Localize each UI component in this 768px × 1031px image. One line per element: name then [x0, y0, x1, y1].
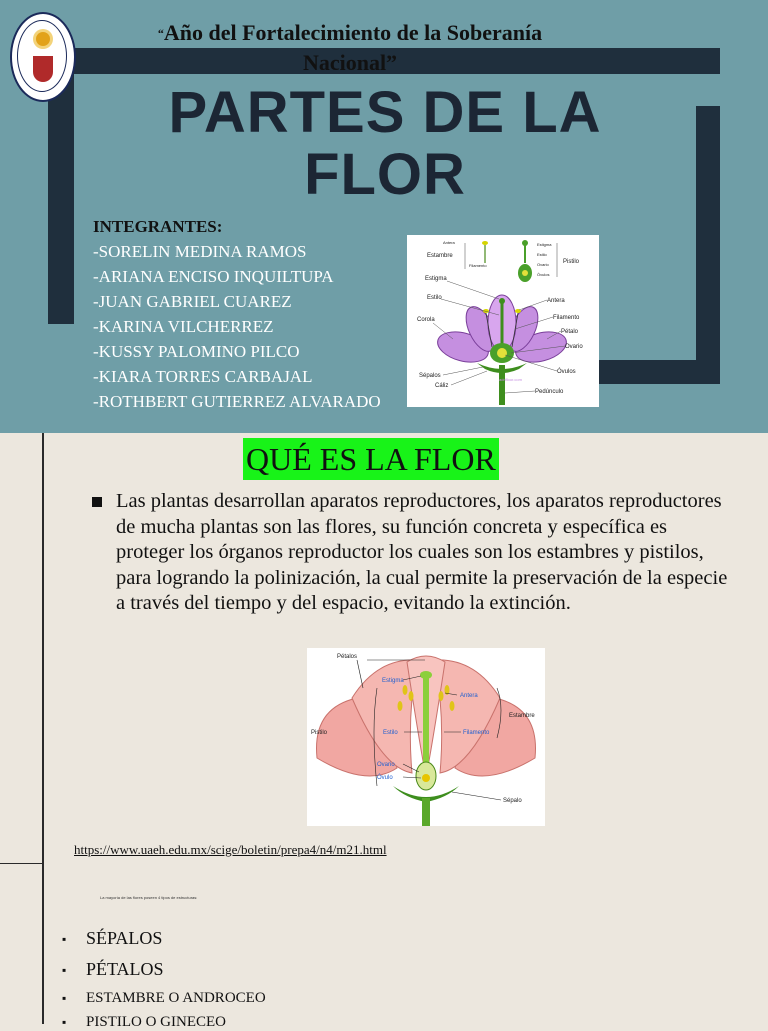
label-estigma: Estigma [425, 276, 447, 282]
members-list: INTEGRANTES: -SORELIN MEDINA RAMOS -ARIA… [93, 214, 381, 414]
label-filamento-inset: Filamento [469, 263, 487, 268]
frame-right-bar [696, 106, 720, 384]
pistil-inset-stigma [522, 240, 528, 246]
content-slide: QUÉ ES LA FLOR Las plantas desarrollan a… [0, 433, 768, 1030]
list-bullet-icon: ▪ [62, 932, 67, 947]
label-antera: Antera [547, 298, 565, 304]
flower-parts-diagram-purple: Antera Estambre Filamento Estigma Estilo… [407, 235, 599, 407]
label-caliz: Cáliz [435, 383, 448, 389]
label-pistilo-pink: Pistilo [311, 730, 328, 736]
title-line-1: PARTES DE LA [168, 80, 602, 145]
member-name: -JUAN GABRIEL CUAREZ [93, 292, 292, 311]
source-link[interactable]: https://www.uaeh.edu.mx/scige/boletin/pr… [74, 842, 387, 857]
member-name: -KUSSY PALOMINO PILCO [93, 342, 300, 361]
label-petalo: Pétalo [561, 329, 579, 335]
list-bullet-icon: ▪ [62, 991, 67, 1006]
member-name: -ROTHBERT GUTIERREZ ALVARADO [93, 392, 381, 411]
list-item-label: SÉPALOS [86, 928, 163, 948]
members-heading: INTEGRANTES: [93, 217, 223, 236]
diagram-watermark: adrifloor.com [499, 377, 523, 382]
left-rule-tick [0, 863, 44, 864]
label-antera-inset: Antera [443, 240, 456, 245]
label-estigma-pink: Estigma [382, 678, 404, 684]
list-item-petalos: ▪ PÉTALOS [62, 959, 164, 980]
label-estilo: Estilo [427, 295, 442, 301]
title-slide: “Año del Fortalecimiento de la Soberanía… [0, 0, 768, 433]
label-pistilo: Pistilo [563, 259, 580, 265]
label-ovulo-pink: Óvulo [377, 774, 393, 781]
motto-open-quote: “ [157, 26, 164, 40]
member-name: -SORELIN MEDINA RAMOS [93, 242, 307, 261]
label-ovario-inset: Ovario [537, 262, 550, 267]
title-line-2: FLOR [304, 142, 466, 207]
section-heading: QUÉ ES LA FLOR [243, 438, 499, 480]
definition-paragraph: Las plantas desarrollan aparatos reprodu… [116, 490, 728, 614]
label-estilo-pink: Estilo [383, 730, 398, 736]
square-bullet-icon [92, 497, 102, 507]
anther-inset-shape [482, 241, 488, 245]
member-name: -ARIANA ENCISO INQUILTUPA [93, 267, 334, 286]
label-filamento: Filamento [553, 315, 580, 321]
label-petalos: Pétalos [337, 654, 357, 660]
label-ovulos: Óvulos [557, 368, 576, 375]
school-logo [10, 12, 76, 102]
list-item-sepalos: ▪ SÉPALOS [62, 928, 162, 949]
list-item-label: PISTILO O GINECEO [86, 1014, 226, 1030]
member-name: -KARINA VILCHERREZ [93, 317, 274, 336]
label-filamento-pink: Filamento [463, 730, 490, 736]
label-ovario: Ovario [565, 344, 583, 350]
flower-parts-diagram-pink: Pétalos Estigma Antera Estambre Pistilo … [307, 648, 545, 826]
label-sepalo-pink: Sépalo [503, 798, 522, 804]
pink-flower [316, 655, 536, 826]
label-estambre-pink: Estambre [509, 713, 535, 719]
logo-ring [17, 20, 67, 92]
label-ovulos-inset: Óvulos [537, 272, 549, 277]
page-title: PARTES DE LA FLOR [120, 82, 650, 206]
label-estigma-inset: Estigma [537, 242, 552, 247]
label-corola: Corola [417, 317, 435, 323]
list-item-pistilo: ▪ PISTILO O GINECEO [62, 1014, 226, 1031]
label-pedunculo: Pedúnculo [535, 389, 564, 395]
motto-line-2: Nacional” [302, 50, 398, 75]
list-item-label: PÉTALOS [86, 959, 164, 979]
frame-top-bar [48, 48, 720, 74]
sun-icon [36, 32, 50, 46]
label-ovario-pink: Ovario [377, 762, 395, 768]
diagram-flower [437, 294, 567, 405]
diagram-top-insets [464, 240, 558, 282]
list-bullet-icon: ▪ [62, 1015, 67, 1030]
year-motto: “Año del Fortalecimiento de la Soberanía… [90, 18, 610, 78]
label-sepalos: Sépalos [419, 373, 441, 379]
shield-icon [33, 56, 53, 82]
list-item-estambre: ▪ ESTAMBRE O ANDROCEO [62, 990, 266, 1007]
label-estilo-inset: Estilo [537, 252, 548, 257]
member-name: -KIARA TORRES CARBAJAL [93, 367, 313, 386]
list-item-label: ESTAMBRE O ANDROCEO [86, 990, 266, 1006]
label-antera-pink: Antera [460, 693, 478, 699]
structures-note: La mayoría de las flores poseen 4 tipos … [100, 895, 198, 900]
left-rule [42, 433, 44, 1024]
motto-line-1: Año del Fortalecimiento de la Soberanía [163, 20, 543, 45]
list-bullet-icon: ▪ [62, 963, 67, 978]
label-estambre: Estambre [427, 253, 453, 259]
